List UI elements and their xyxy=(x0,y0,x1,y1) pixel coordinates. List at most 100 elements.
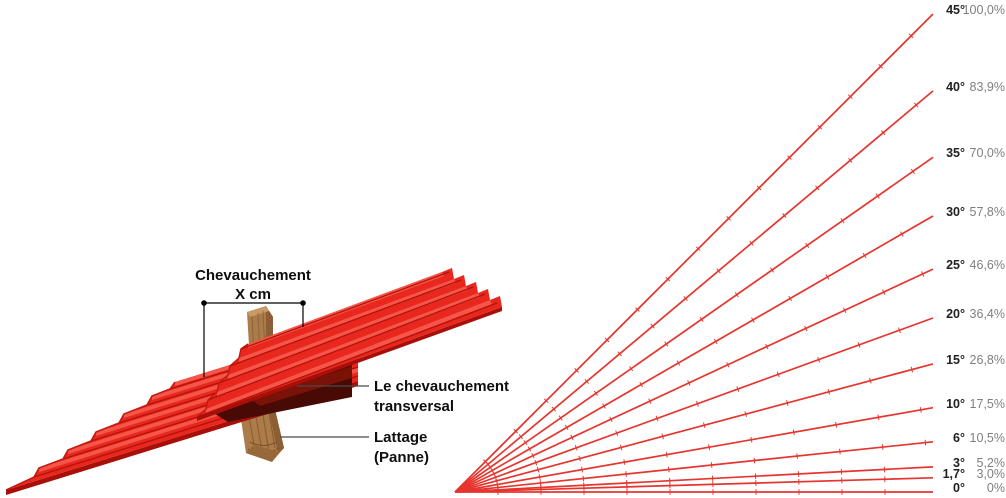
tick-mark xyxy=(558,415,563,421)
tick-mark xyxy=(792,429,795,436)
fan-line-15° xyxy=(454,363,934,493)
tick-mark xyxy=(840,218,845,224)
percent-label-1,7°: 3,0% xyxy=(976,467,1006,481)
tick-mark xyxy=(862,252,867,259)
tick-mark xyxy=(538,474,541,480)
tick-mark xyxy=(648,398,652,404)
tick-mark xyxy=(696,400,699,407)
tick-mark xyxy=(788,295,793,302)
tick-mark xyxy=(750,436,753,443)
tick-mark xyxy=(664,341,669,347)
percent-label-10°: 17,5% xyxy=(969,397,1005,411)
percent-label-3°: 5,2% xyxy=(976,456,1006,470)
tick-mark xyxy=(564,424,569,431)
tick-mark xyxy=(924,439,927,446)
tick-mark xyxy=(615,430,619,436)
angle-label-40°: 40° xyxy=(946,80,965,94)
angle-label-3°: 3° xyxy=(953,456,965,470)
tick-mark xyxy=(623,459,626,465)
tick-mark xyxy=(817,124,823,130)
tick-mark xyxy=(753,457,756,464)
tick-mark xyxy=(683,296,688,302)
tick-mark xyxy=(878,63,884,69)
tick-mark xyxy=(910,168,915,174)
tick-mark xyxy=(574,445,578,451)
angle-label-0°: 0° xyxy=(953,481,965,495)
fan-line-35° xyxy=(454,156,934,493)
tick-mark xyxy=(523,440,528,446)
percent-label-20°: 36,4% xyxy=(969,307,1005,321)
angle-label-45°: 45° xyxy=(946,3,965,17)
tick-mark xyxy=(581,466,583,473)
fan-line-3° xyxy=(454,466,934,493)
tick-mark xyxy=(635,307,640,312)
tick-mark xyxy=(609,416,613,423)
tick-mark xyxy=(604,337,610,343)
tick-mark xyxy=(843,307,847,314)
tick-mark xyxy=(534,459,538,466)
tick-mark xyxy=(619,444,623,451)
angle-label-10°: 10° xyxy=(946,397,965,411)
batten-label-line1: Lattage xyxy=(374,429,428,446)
tick-mark xyxy=(513,428,519,434)
tick-mark xyxy=(708,444,711,451)
tick-mark xyxy=(639,381,644,388)
fan-line-0° xyxy=(455,489,933,495)
tick-mark xyxy=(687,380,691,386)
percent-label-30°: 57,8% xyxy=(969,205,1005,219)
tick-mark xyxy=(574,368,579,373)
tick-mark xyxy=(655,415,659,422)
fan-line-40° xyxy=(454,90,934,493)
tick-mark xyxy=(531,452,535,459)
tick-mark xyxy=(617,351,622,357)
tick-mark xyxy=(570,434,574,441)
tick-mark xyxy=(543,398,549,404)
tick-mark xyxy=(910,366,914,373)
tick-mark xyxy=(551,406,556,412)
tick-mark xyxy=(804,325,808,332)
dimension-label-line2: X cm xyxy=(235,286,271,303)
fan-line-10° xyxy=(454,406,934,493)
angle-label-30°: 30° xyxy=(946,205,965,219)
tick-mark xyxy=(665,276,671,282)
tick-mark xyxy=(726,216,731,221)
tick-mark xyxy=(536,466,540,473)
tick-mark xyxy=(875,193,880,199)
tick-mark xyxy=(881,444,884,450)
tick-mark xyxy=(593,390,598,396)
percent-label-45°: 100,0% xyxy=(962,3,1005,17)
tick-mark xyxy=(726,362,730,368)
tick-mark xyxy=(736,386,740,392)
angle-label-35°: 35° xyxy=(946,146,965,160)
angle-label-15°: 15° xyxy=(946,353,965,367)
tick-mark xyxy=(602,403,606,409)
tick-mark xyxy=(857,342,861,348)
tick-mark xyxy=(650,323,655,329)
tick-mark xyxy=(782,213,787,219)
angle-label-25°: 25° xyxy=(946,258,965,272)
fan-line-6° xyxy=(454,439,934,493)
upper-sheet xyxy=(196,268,502,421)
percent-label-0°: 0% xyxy=(986,481,1005,495)
tick-mark xyxy=(584,378,589,384)
tick-mark xyxy=(744,411,747,417)
tick-mark xyxy=(661,433,664,440)
tick-mark xyxy=(839,448,841,455)
fan-line-45° xyxy=(454,13,934,493)
fan-line-25° xyxy=(454,268,934,493)
tick-mark xyxy=(787,155,792,160)
dimension-label-line1: Chevauchement xyxy=(195,267,311,284)
tick-mark xyxy=(776,371,780,378)
tick-mark xyxy=(629,366,634,372)
tick-mark xyxy=(734,292,739,298)
tick-mark xyxy=(765,343,769,350)
tick-mark xyxy=(815,185,820,191)
tick-mark xyxy=(756,185,762,191)
tick-mark xyxy=(914,102,919,108)
tick-mark xyxy=(518,434,524,440)
tick-mark xyxy=(699,316,704,322)
percent-label-35°: 70,0% xyxy=(969,146,1005,160)
tick-mark xyxy=(881,130,886,136)
